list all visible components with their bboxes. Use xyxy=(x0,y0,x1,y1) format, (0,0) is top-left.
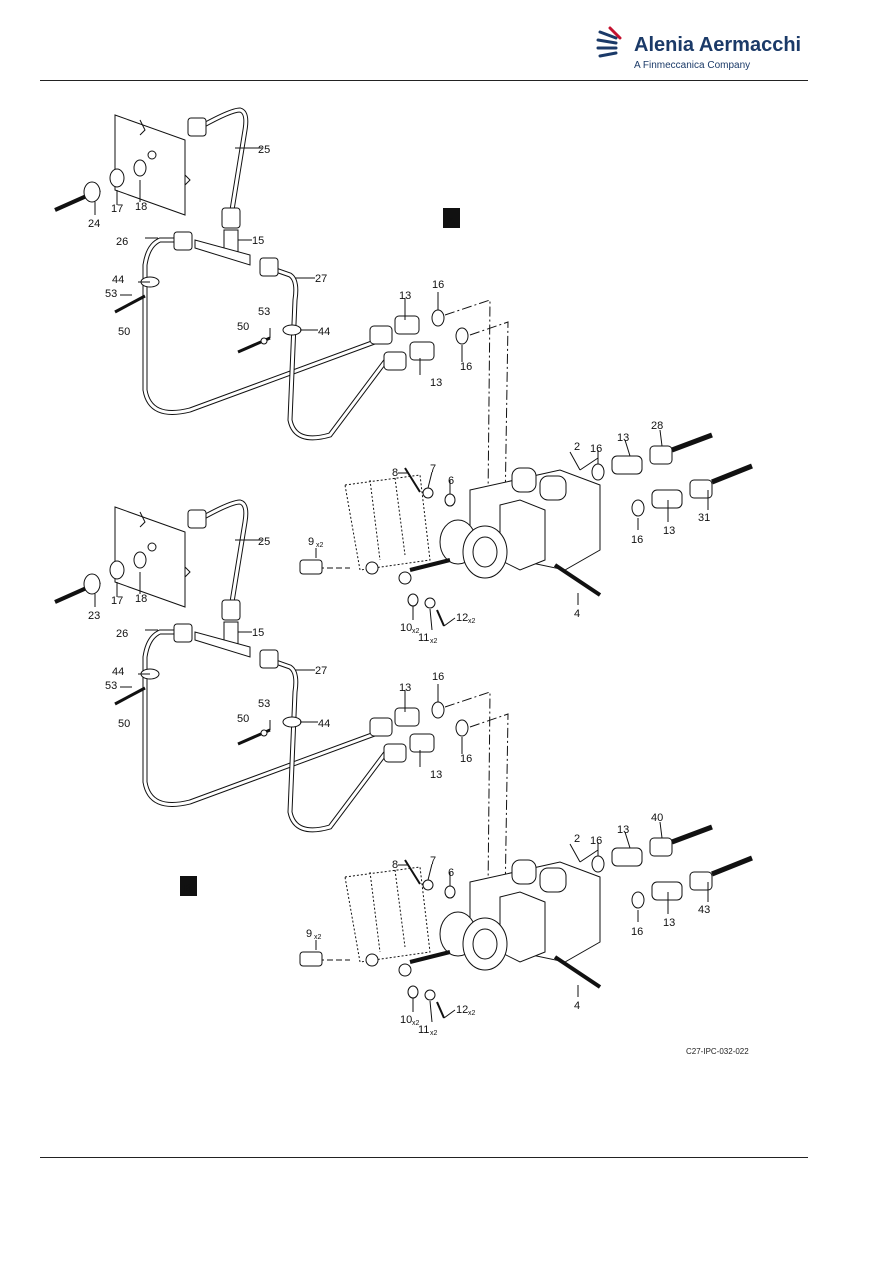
callout: 12 xyxy=(456,1004,468,1016)
callout: 4 xyxy=(574,1000,580,1012)
callout: 16 xyxy=(631,534,643,546)
callout: 50 xyxy=(118,718,130,730)
callout: 53 xyxy=(258,306,270,318)
view-b-callouts: 23 17 18 25 26 15 27 44 53 50 50 53 44 1… xyxy=(88,536,710,1037)
callout: 27 xyxy=(315,273,327,285)
callout: 24 xyxy=(88,218,100,230)
callout: 44 xyxy=(318,718,330,730)
callout: 7 xyxy=(430,855,436,867)
callout: 53 xyxy=(105,288,117,300)
callout: 16 xyxy=(590,443,602,455)
callout-qty: x2 xyxy=(314,934,322,941)
callout: 17 xyxy=(111,203,123,215)
callout: 15 xyxy=(252,235,264,247)
callout: 11 xyxy=(418,1024,429,1036)
figure-reference: C27-IPC-032-022 xyxy=(686,1047,749,1056)
callout: 13 xyxy=(663,525,675,537)
callout: 16 xyxy=(631,926,643,938)
callout: 17 xyxy=(111,595,123,607)
callout: 53 xyxy=(258,698,270,710)
callout: 16 xyxy=(460,753,472,765)
callout: 13 xyxy=(663,917,675,929)
callout: 8 xyxy=(392,859,398,871)
company-logo: Alenia Aermacchi A Finmeccanica Company xyxy=(596,24,801,82)
callout: 18 xyxy=(135,201,147,213)
callout: 6 xyxy=(448,475,454,487)
callout: 2 xyxy=(574,833,580,845)
callout: 16 xyxy=(432,279,444,291)
callout: 15 xyxy=(252,627,264,639)
callout: 50 xyxy=(118,326,130,338)
callout: 25 xyxy=(258,144,270,156)
callout: 9 xyxy=(306,928,312,940)
callout: 13 xyxy=(430,377,442,389)
callout: 7 xyxy=(430,463,436,475)
callout: 26 xyxy=(116,628,128,640)
callout: 16 xyxy=(432,671,444,683)
callout-qty: x2 xyxy=(412,1020,420,1027)
callout: 4 xyxy=(574,608,580,620)
callout: 23 xyxy=(88,610,100,622)
callout: 44 xyxy=(318,326,330,338)
callout: 16 xyxy=(460,361,472,373)
callout: 31 xyxy=(698,512,710,524)
callout: 13 xyxy=(430,769,442,781)
callout: 12 xyxy=(456,612,468,624)
callout: 18 xyxy=(135,593,147,605)
callout: 27 xyxy=(315,665,327,677)
callout-qty: x2 xyxy=(468,1010,476,1017)
view-b-label: B xyxy=(184,883,192,895)
callout: 44 xyxy=(112,274,124,286)
callout: 2 xyxy=(574,441,580,453)
logo-subtitle: A Finmeccanica Company xyxy=(634,60,751,71)
callout: 26 xyxy=(116,236,128,248)
callout: 53 xyxy=(105,680,117,692)
callout: 11 xyxy=(418,632,429,644)
header-rule xyxy=(40,80,808,81)
callout: 13 xyxy=(399,290,411,302)
callout-qty: x2 xyxy=(468,618,476,625)
callout: 43 xyxy=(698,904,710,916)
callout: 50 xyxy=(237,321,249,333)
exploded-parts-drawing: A 24 17 18 25 26 15 27 44 53 50 50 53 44… xyxy=(0,90,893,1160)
view-tag-a: A xyxy=(443,208,460,228)
footer-rule xyxy=(40,1157,808,1158)
view-tag-b: B xyxy=(180,876,197,896)
callout-qty: x2 xyxy=(316,542,324,549)
callout: 50 xyxy=(237,713,249,725)
callout-qty: x2 xyxy=(430,1030,438,1037)
callout: 13 xyxy=(617,824,629,836)
callout: 9 xyxy=(308,536,314,548)
callout: 10 xyxy=(400,622,412,634)
callout: 44 xyxy=(112,666,124,678)
logo-name: Alenia Aermacchi xyxy=(634,34,802,56)
logo-mark-icon xyxy=(596,26,622,58)
callout-qty: x2 xyxy=(430,638,438,645)
callout: 6 xyxy=(448,867,454,879)
parts-diagram-svg: A 24 17 18 25 26 15 27 44 53 50 50 53 44… xyxy=(0,90,893,1037)
callout: 40 xyxy=(651,812,663,824)
callout: 28 xyxy=(651,420,663,432)
callout: 10 xyxy=(400,1014,412,1026)
view-a-assembly: A 24 17 18 25 26 15 27 44 53 50 50 53 44… xyxy=(55,110,752,645)
callout: 25 xyxy=(258,536,270,548)
callout: 16 xyxy=(590,835,602,847)
view-b-assembly: B 23 17 18 25 26 15 27 44 53 50 50 53 44… xyxy=(55,502,752,1037)
callout: 13 xyxy=(399,682,411,694)
view-a-callouts: 24 17 18 25 26 15 27 44 53 50 50 53 44 1… xyxy=(88,144,710,645)
callout-qty: x2 xyxy=(412,628,420,635)
callout: 8 xyxy=(392,467,398,479)
view-a-label: A xyxy=(447,215,455,227)
callout: 13 xyxy=(617,432,629,444)
